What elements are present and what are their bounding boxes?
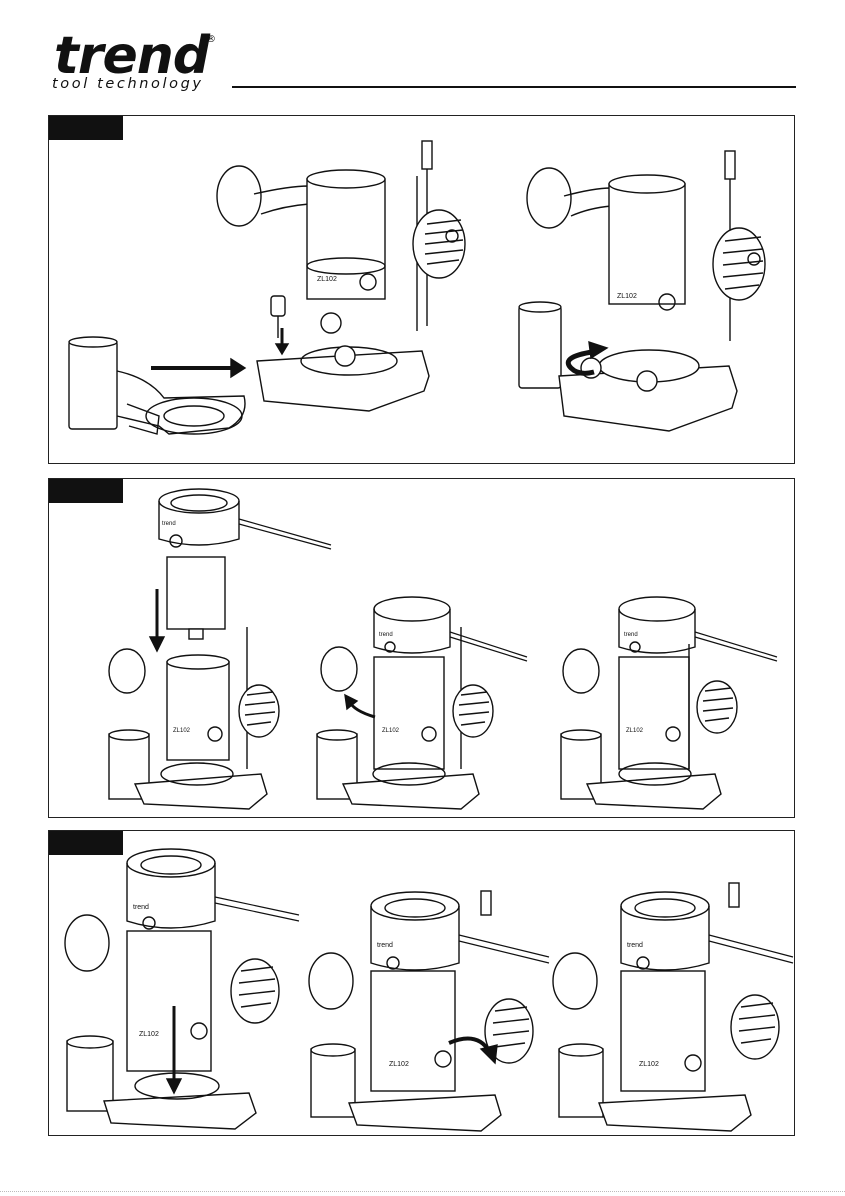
panel-3-drawings: trend ZL102 trend [49,831,796,1137]
model-label-1-2: ZL102 [317,276,337,283]
plunge-base-illustration-3: ZL102 [109,627,279,809]
brand-logo: trend ® tool technology [48,26,238,96]
plunge-base-illustration-1: ZL102 [217,141,465,411]
dust-spout-illustration [69,337,245,434]
motor-label-2-1: trend [162,521,176,527]
model-label-3-3: ZL102 [639,1061,659,1068]
figure-panel-2: trend ZL102 t [48,478,795,818]
panel-1-drawings: ZL102 ZL102 [49,116,796,465]
motor-unit-illustration-1: trend [159,489,331,639]
router-illustration-3-1: trend ZL102 [65,849,299,1129]
right-arrow-icon [151,359,245,377]
model-label-3-1: ZL102 [139,1031,159,1038]
model-label-3-2: ZL102 [389,1061,409,1068]
curved-arrow-icon [345,695,375,717]
router-illustration-3-3: trend ZL102 [553,883,793,1131]
model-label-1-3: ZL102 [617,293,637,300]
motor-label-2-2: trend [379,632,393,638]
registered-mark: ® [206,34,216,45]
motor-label-3-2: trend [377,942,393,949]
header-divider [232,86,796,88]
plunge-base-illustration-2: ZL102 [519,151,765,431]
router-illustration-2-3: trend ZL102 [561,597,777,809]
motor-label-3-1: trend [133,904,149,911]
brand-tagline: tool technology [52,76,204,92]
figure-panel-1: ZL102 ZL102 [48,115,795,464]
model-label-2-2: ZL102 [382,728,400,734]
model-label-2-1: ZL102 [173,728,191,734]
motor-label-3-3: trend [627,942,643,949]
down-arrow-icon [150,589,164,651]
page-bottom-trim [0,1191,845,1192]
panel-2-drawings: trend ZL102 t [49,479,796,819]
model-label-2-3: ZL102 [626,728,644,734]
router-illustration-3-2: trend ZL102 [309,891,549,1131]
figure-panel-3: trend ZL102 trend [48,830,795,1136]
motor-label-2-3: trend [624,632,638,638]
